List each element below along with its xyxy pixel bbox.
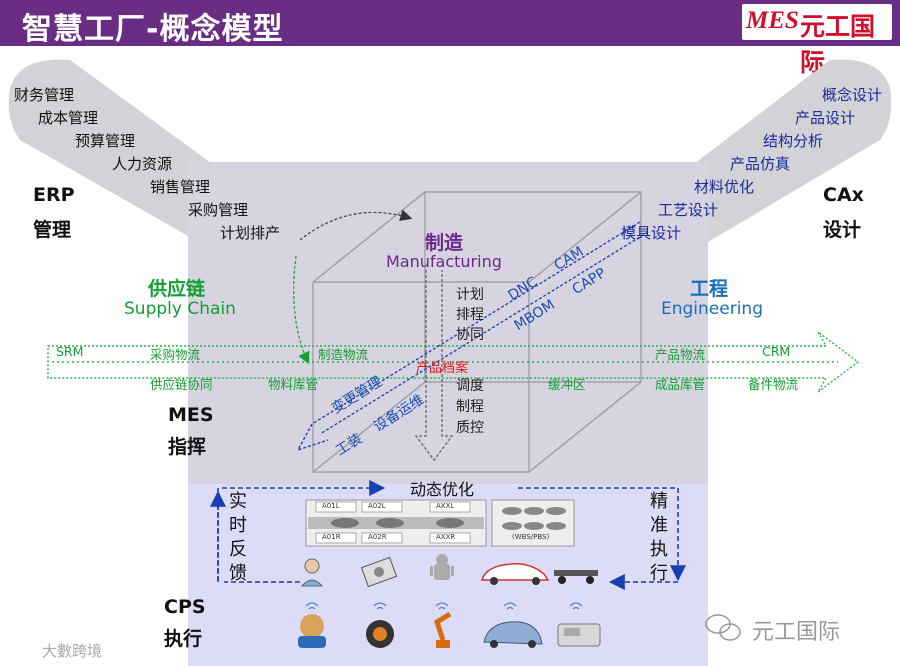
erp-item: 采购管理 [188, 201, 249, 219]
page-title: 智慧工厂-概念模型 [22, 12, 284, 47]
cps-label: CPS [164, 596, 206, 618]
supply-flow-arrow [47, 331, 860, 393]
line-label: A02L [368, 502, 386, 510]
erp-item: 成本管理 [38, 109, 99, 127]
red-car-icon [481, 562, 550, 585]
agv-icon [557, 623, 601, 647]
flow-label-bottom: 物料库管 [268, 377, 319, 392]
cax-label-sub: 设计 [823, 219, 862, 241]
brand-logo: MES 元工国际 [742, 4, 892, 77]
mes-column-item: 计划 [456, 287, 484, 303]
manufacturing-en: Manufacturing [386, 252, 502, 271]
mes-label-sub: 指挥 [168, 436, 207, 458]
realtime-feedback-char: 反 [229, 539, 247, 560]
watermark-right: 元工国际 [752, 620, 841, 645]
cax-item: 材料优化 [694, 178, 755, 196]
line-label: A02R [368, 533, 387, 541]
flow-label-bottom: 成品库管 [655, 377, 706, 392]
realtime-feedback-char: 时 [229, 515, 247, 536]
mes-label: MES [168, 404, 214, 426]
manufacturing-cn: 制造 [425, 232, 464, 254]
cps-label-sub: 执行 [164, 628, 203, 650]
precise-exec-char: 精 [650, 491, 668, 512]
cax-item: 结构分析 [763, 132, 824, 150]
erp-item: 预算管理 [75, 132, 136, 150]
cube [312, 191, 642, 473]
precise-exec-char: 行 [650, 563, 668, 584]
android-robot-icon [430, 554, 454, 580]
header-bar: 智慧工厂-概念模型 MES 元工国际 [0, 0, 900, 77]
supply-chain-en: Supply Chain [124, 299, 236, 319]
flow-label-top: CRM [762, 344, 791, 359]
erp-item: 计划排产 [220, 224, 281, 242]
supply-chain-cn: 供应链 [148, 278, 206, 300]
line-label: A01L [322, 502, 340, 510]
machine-tool-icon [360, 556, 398, 588]
flow-label-bottom: 供应链协同 [150, 377, 213, 392]
signal-icons [305, 602, 583, 610]
production-line-graphic [305, 499, 487, 547]
precise-exec-char: 准 [650, 515, 668, 536]
erp-item: 人力资源 [112, 155, 173, 173]
wechat-icon [705, 614, 741, 641]
flow-label-top: SRM [56, 344, 84, 359]
chassis-icon [554, 570, 598, 584]
mes-column-item: 质控 [456, 420, 484, 436]
concept-diagram [8, 59, 892, 666]
flow-label-bottom: 缓冲区 [548, 377, 586, 392]
mes-column-item: 调度 [456, 378, 484, 394]
design-flow-arrow [319, 231, 649, 435]
worker-icon [300, 558, 324, 587]
cax-item: 概念设计 [822, 86, 883, 104]
engineering-en: Engineering [661, 299, 763, 319]
dynamic-opt-label: 动态优化 [410, 480, 475, 499]
product-archive-label: 产品档案 [416, 361, 469, 376]
cps-loop [210, 480, 686, 590]
erp-item: 财务管理 [14, 86, 75, 104]
precise-exec-char: 执 [650, 539, 668, 560]
central-field [188, 162, 708, 484]
realtime-feedback-char: 馈 [229, 563, 247, 584]
mes-column-item: 协同 [456, 327, 484, 343]
cax-item: 产品仿真 [730, 155, 791, 173]
watermark-left: 大數跨境 [42, 642, 103, 660]
wbs-label: (WBS/PBS) [512, 533, 550, 541]
line-label: AXXL [436, 502, 455, 510]
mes-column-item: 排程 [456, 307, 484, 323]
flow-label-bottom: 备件物流 [748, 377, 799, 392]
engineering-cn: 工程 [690, 278, 729, 300]
cax-item: 产品设计 [795, 109, 856, 127]
flow-label-top: 制造物流 [318, 347, 369, 362]
motor-icon [366, 620, 394, 648]
line-label: AXXR [436, 533, 456, 541]
car-body-icon [483, 621, 543, 648]
robot-arm-icon [434, 611, 452, 648]
cax-label: CAx [823, 184, 864, 206]
line-label: A01R [322, 533, 341, 541]
realtime-feedback-char: 实 [229, 491, 247, 512]
erp-label: ERP [33, 184, 75, 206]
cax-item: 工艺设计 [658, 201, 719, 219]
logo-mes-text: MES [746, 7, 799, 34]
erp-item: 销售管理 [150, 178, 211, 196]
mes-column-item: 制程 [456, 399, 484, 415]
wbs-graphic [491, 499, 575, 547]
flow-label-top: 采购物流 [150, 347, 201, 362]
flow-label-top: 产品物流 [655, 347, 706, 362]
erp-label-sub: 管理 [33, 219, 72, 241]
technician-icon [298, 614, 326, 648]
logo-company-text: 元工国际 [800, 12, 876, 77]
manufacturing-down-arrow [414, 270, 454, 462]
cax-item: 模具设计 [621, 224, 682, 242]
